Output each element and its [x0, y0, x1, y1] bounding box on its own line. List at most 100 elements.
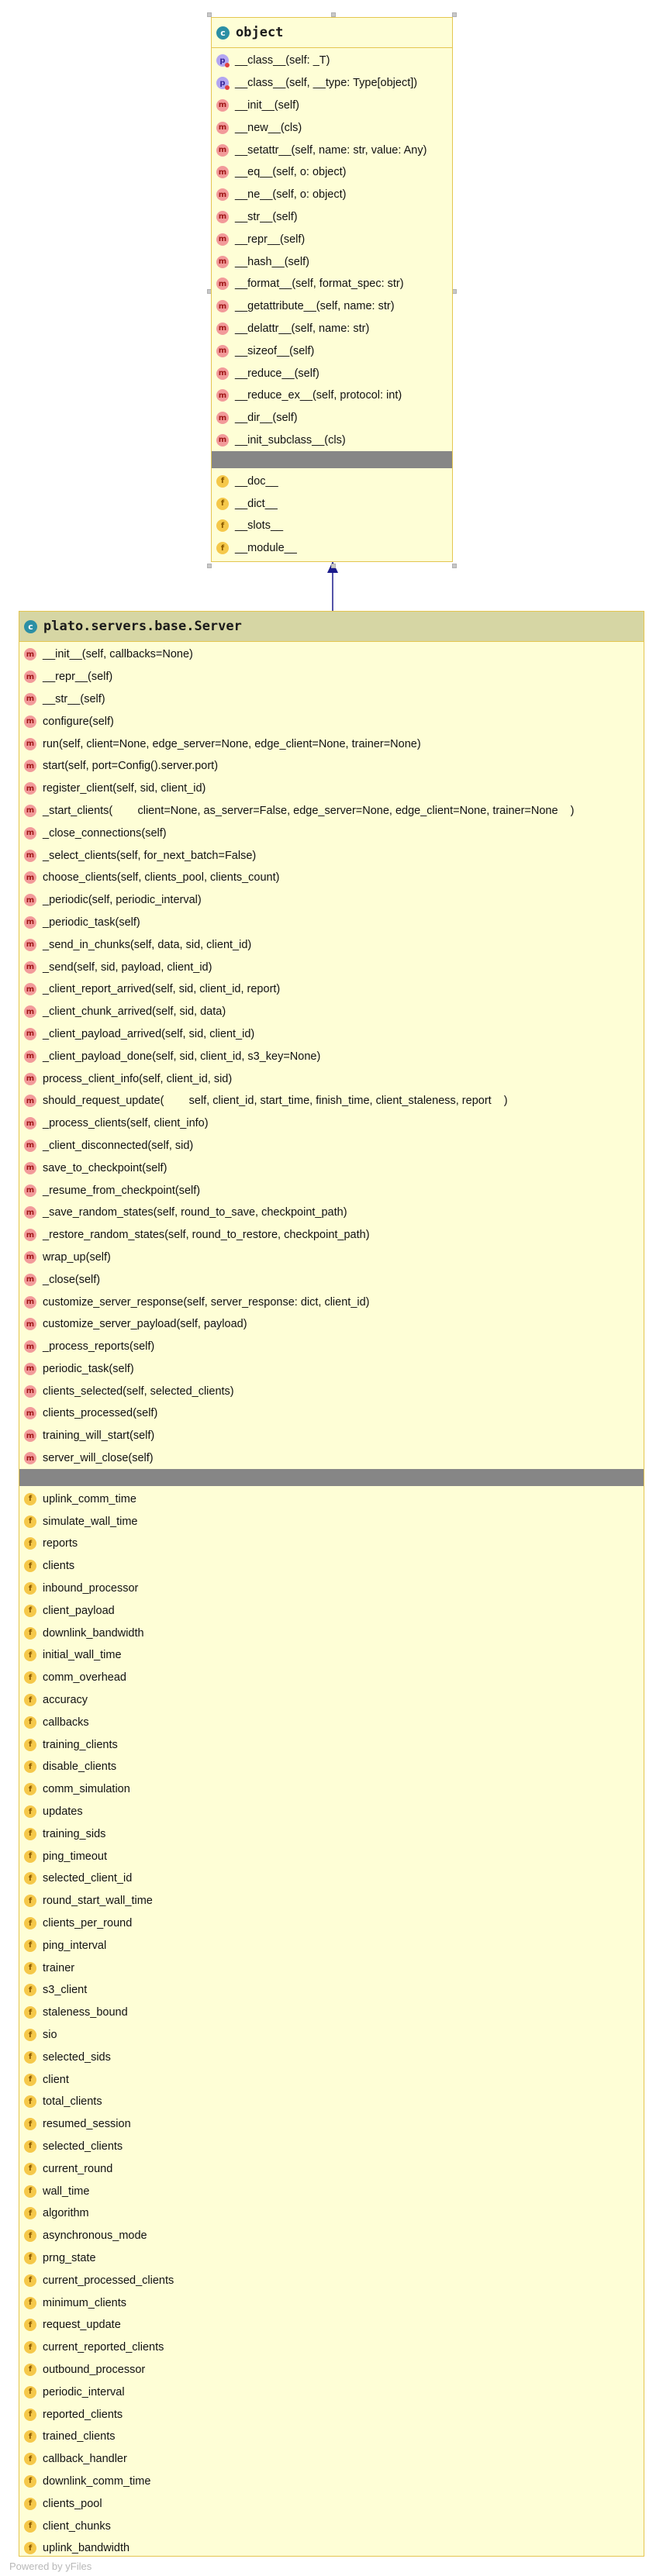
method-row[interactable]: m__sizeof__(self) [212, 340, 452, 362]
field-row[interactable]: f__slots__ [212, 515, 452, 537]
method-row[interactable]: m_process_reports(self) [19, 1336, 644, 1358]
field-row[interactable]: f__module__ [212, 537, 452, 560]
field-row[interactable]: f__doc__ [212, 470, 452, 492]
method-row[interactable]: m_send_in_chunks(self, data, sid, client… [19, 933, 644, 956]
selection-handle[interactable] [207, 12, 212, 17]
selection-handle[interactable] [452, 12, 457, 17]
method-row[interactable]: m__repr__(self) [19, 666, 644, 688]
method-row[interactable]: m_client_payload_arrived(self, sid, clie… [19, 1023, 644, 1046]
method-row[interactable]: m_close(self) [19, 1268, 644, 1291]
property-row[interactable]: p__class__(self, __type: Type[object]) [212, 72, 452, 95]
method-row[interactable]: m_resume_from_checkpoint(self) [19, 1179, 644, 1202]
method-row[interactable]: m__eq__(self, o: object) [212, 161, 452, 184]
selection-handle[interactable] [331, 12, 336, 17]
method-row[interactable]: m_restore_random_states(self, round_to_r… [19, 1224, 644, 1247]
method-row[interactable]: m_send(self, sid, payload, client_id) [19, 956, 644, 978]
selection-handle[interactable] [331, 564, 336, 568]
method-row[interactable]: m__ne__(self, o: object) [212, 184, 452, 206]
field-row[interactable]: f__dict__ [212, 492, 452, 515]
method-row[interactable]: m__str__(self) [19, 688, 644, 711]
method-row[interactable]: m__delattr__(self, name: str) [212, 318, 452, 340]
method-row[interactable]: m__reduce__(self) [212, 362, 452, 385]
method-row[interactable]: m_client_chunk_arrived(self, sid, data) [19, 1001, 644, 1023]
method-row[interactable]: m__hash__(self) [212, 250, 452, 273]
method-row[interactable]: m__reduce_ex__(self, protocol: int) [212, 385, 452, 407]
method-row[interactable]: m__setattr__(self, name: str, value: Any… [212, 139, 452, 161]
selection-handle[interactable] [207, 564, 212, 568]
method-row[interactable]: m__repr__(self) [212, 228, 452, 250]
method-row[interactable]: m__init_subclass__(cls) [212, 429, 452, 452]
class-box-server[interactable]: c plato.servers.base.Server m__init__(se… [19, 611, 644, 2557]
method-row[interactable]: m__format__(self, format_spec: str) [212, 273, 452, 295]
method-row[interactable]: m__init__(self, callbacks=None) [19, 643, 644, 666]
method-row[interactable]: m__getattribute__(self, name: str) [212, 295, 452, 318]
method-row[interactable]: m__dir__(self) [212, 407, 452, 429]
method-row[interactable]: m_select_clients(self, for_next_batch=Fa… [19, 844, 644, 867]
method-row[interactable]: m_save_random_states(self, round_to_save… [19, 1202, 644, 1224]
method-row[interactable]: m_client_report_arrived(self, sid, clien… [19, 978, 644, 1001]
method-row[interactable]: m_process_clients(self, client_info) [19, 1112, 644, 1135]
method-row[interactable]: m_client_payload_done(self, sid, client_… [19, 1045, 644, 1067]
class-header[interactable]: c object [212, 18, 452, 48]
method-row[interactable]: m__new__(cls) [212, 116, 452, 139]
method-row[interactable]: m_close_connections(self) [19, 822, 644, 844]
property-row[interactable]: p__class__(self: _T) [212, 50, 452, 72]
